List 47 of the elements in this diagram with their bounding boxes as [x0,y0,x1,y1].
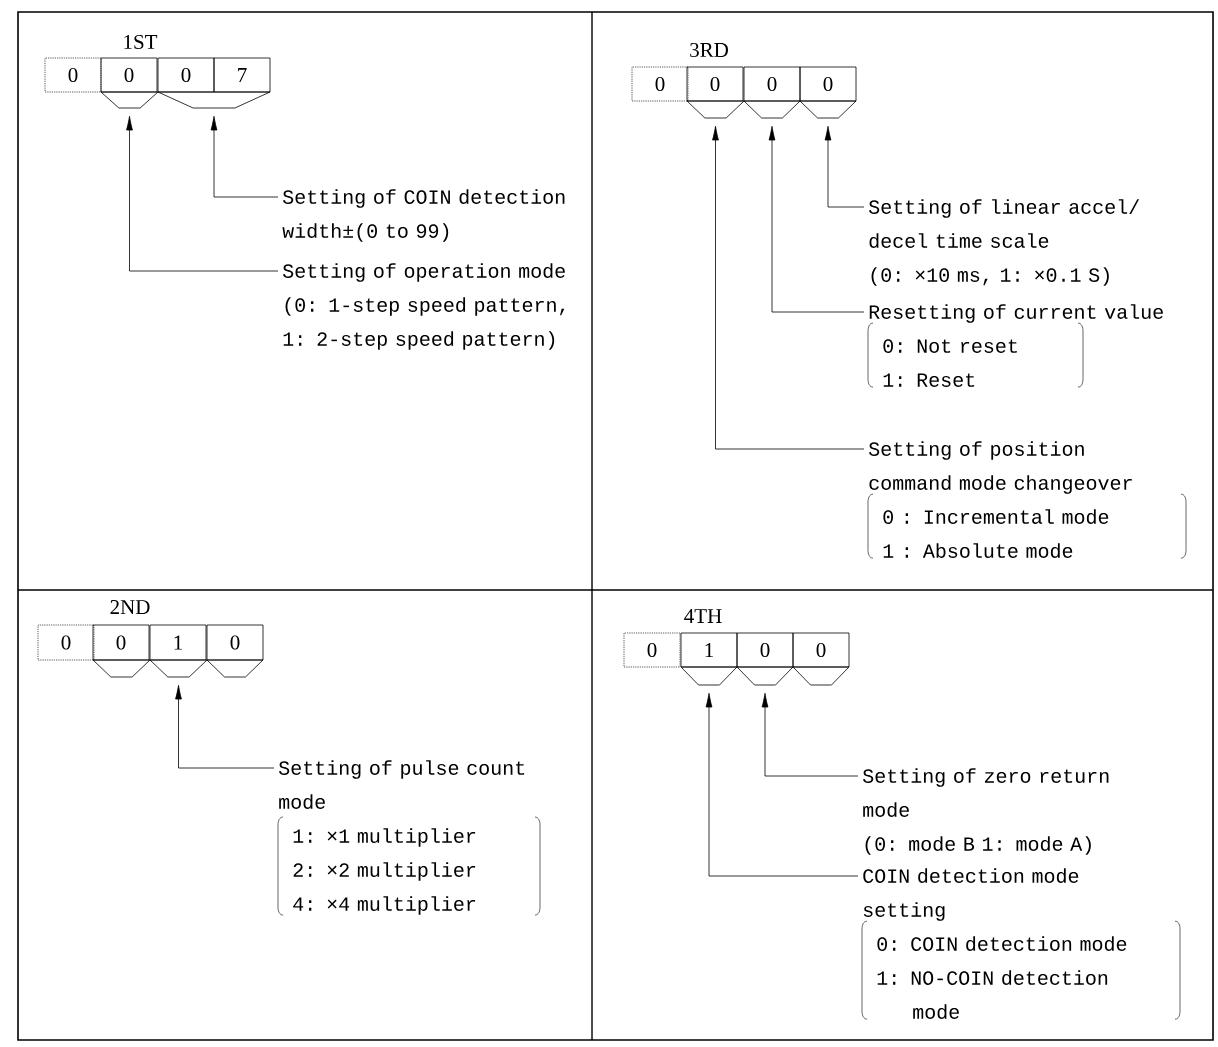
digit-cell: 1 [149,624,207,661]
digit-cell: 0 [686,66,744,102]
digit-cell: 0 [799,66,857,102]
digit-cell: 0 [37,624,95,661]
digit-bracket [686,100,745,119]
digit-cell: 0 [206,624,264,661]
digit-bracket [149,659,208,678]
digit-cell: 0 [100,57,158,93]
setting-description: Setting of operation mode (0: 1-step speed pattern, 1: 2-step speed pattern) [282,263,565,350]
leader-arrow [705,692,859,877]
setting-description: COIN detection mode setting 0: COIN detection mode 1: NO-COIN detection mode [861,868,1181,1020]
digit-cell: 0 [792,632,850,668]
leader-arrow [761,692,859,777]
digit-cell: 0 [92,624,150,661]
digit-heading: 3RD [690,42,728,58]
setting-description: Setting of linear accel/ decel time scale (0: ×10 ms, 1: ×0.1 S) [869,199,1140,286]
digit-bracket [792,666,850,686]
leader-arrow [824,125,865,208]
leader-arrow [126,115,279,272]
digit-cell: 0 [743,66,801,102]
digit-heading: 1ST [124,34,158,50]
digit-bracket [736,666,794,686]
digit-cell: 0 [631,66,689,102]
setting-description: Resetting of current value 0: Not reset 1: Reset [867,304,1163,388]
digit-bracket [206,659,264,678]
digit-heading: 4TH [684,609,722,623]
leader-arrow [712,125,865,450]
setting-description: Setting of position command mode changeover 0 : Incremental mode 1 : Absolute mode [867,441,1187,559]
digit-cell: 0 [157,57,215,93]
digit-cell: 0 [623,632,681,668]
digit-bracket [157,91,271,109]
digit-bracket [799,100,857,119]
digit-bracket [743,100,801,119]
digit-cell: 1 [680,632,738,668]
setting-description: Setting of COIN detection width±(0 to 99) [282,189,565,242]
digit-heading: 2ND [110,600,150,614]
digit-bracket [100,91,159,109]
digit-cell: 7 [213,57,271,93]
digit-cell: 0 [736,632,794,668]
digit-bracket [680,666,738,686]
setting-description: Setting of zero return mode (0: mode B 1: mode A) [863,768,1109,855]
leader-arrow [768,125,865,313]
leader-arrow [210,115,279,198]
digit-bracket [92,659,151,678]
digit-cell: 0 [44,57,102,93]
leader-arrow [175,684,275,769]
setting-description: Setting of pulse count mode 1: ×1 multiplier 2: ×2 multiplier 4: ×4 multiplier [277,760,541,916]
